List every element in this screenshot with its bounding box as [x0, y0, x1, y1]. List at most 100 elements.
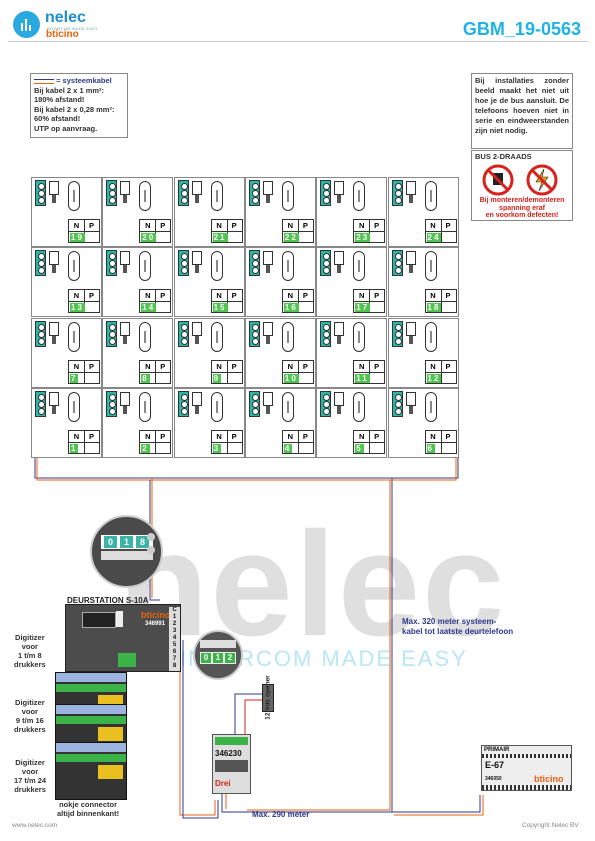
phone-number: 17: [355, 303, 371, 313]
handset-icon: [353, 181, 366, 211]
system-cable-legend: = systeemkabel: [34, 76, 124, 86]
phone-number: 21: [212, 233, 228, 242]
rotary-switches: 0 1 8: [101, 535, 153, 549]
bus-terminal: [35, 180, 46, 206]
max-320-note: Max. 320 meter systeem-kabel tot laatste…: [402, 617, 514, 636]
module-terminal: [118, 653, 136, 667]
bus-terminal: [391, 250, 403, 277]
n-label: N: [140, 290, 157, 302]
bus-terminal: [106, 390, 118, 417]
nelec-logo-icon: [13, 11, 40, 38]
phone-number: 20: [141, 233, 157, 242]
header-divider: [8, 41, 588, 42]
cable-line: UTP op aanvraag.: [34, 123, 98, 133]
p-label: P: [88, 291, 94, 301]
handset-icon: [210, 181, 223, 211]
digitizer-3: [55, 742, 127, 800]
handset-icon: [68, 251, 80, 282]
terminal-label: 7: [172, 656, 177, 662]
hook-switch: [191, 181, 202, 195]
p-label: P: [445, 221, 451, 230]
screw-icon: [147, 533, 155, 541]
bus-terminal: [320, 390, 332, 417]
phone-number: 23: [355, 233, 371, 242]
n-label: N: [426, 220, 442, 231]
footer-copyright: Copyright Nelec BV: [522, 822, 579, 829]
p-label: P: [445, 361, 451, 371]
p-label: P: [302, 431, 308, 441]
bticino-logo: bticino: [46, 29, 79, 40]
handset-icon: [139, 391, 152, 422]
cable-legend-icon: [34, 78, 54, 84]
p-label: P: [88, 361, 94, 371]
phone-number: 5: [355, 443, 364, 453]
handset-icon: [210, 251, 223, 282]
handset-icon: [424, 391, 437, 422]
phone-number: 22: [283, 233, 299, 242]
hook-switch: [49, 321, 59, 336]
phone-number: 24: [426, 233, 442, 242]
bus-terminal: [106, 320, 118, 347]
installation-note: Bij installaties zonder beeld maakt het …: [475, 76, 569, 135]
no-power-icons: [482, 164, 558, 196]
power-supply: PRIMAIR E-67 346050 bticino: [481, 745, 572, 791]
p-label: P: [445, 291, 451, 301]
bus-title: BUS 2-DRAADS: [475, 152, 532, 161]
p-label: P: [88, 221, 94, 230]
phone-number: 12: [426, 373, 442, 383]
n-label: N: [69, 290, 85, 302]
p-label: P: [160, 221, 166, 230]
hook-switch: [49, 391, 59, 406]
hook-switch: [120, 251, 131, 266]
hook-switch: [191, 251, 202, 266]
bus-terminal: [35, 390, 46, 417]
bus-terminal: [177, 180, 189, 206]
n-label: N: [212, 430, 228, 442]
terminal-label: 4: [172, 635, 177, 641]
handset-icon: [139, 251, 152, 282]
phone-number: 1: [70, 443, 79, 453]
bus-terminal: [35, 250, 46, 277]
bus-terminal: [391, 180, 403, 206]
n-label: N: [426, 430, 442, 442]
hook-switch: [334, 181, 345, 195]
n-label: N: [283, 360, 299, 372]
opener-label: 12 Vdc opener: [264, 675, 272, 720]
handset-icon: [281, 181, 294, 211]
module-zoom: 0 1 2: [193, 630, 243, 680]
psu-code: 346050: [485, 776, 502, 782]
bus-terminal: [320, 320, 332, 347]
hook-switch: [334, 321, 345, 336]
p-label: P: [160, 291, 166, 301]
handset-icon: [424, 181, 437, 211]
p-label: P: [231, 361, 237, 371]
switch-block: [116, 611, 123, 627]
hook-switch: [120, 391, 131, 406]
phone-number: 10: [283, 373, 299, 383]
hook-switch: [405, 251, 416, 266]
p-label: P: [302, 221, 308, 230]
hook-switch: [191, 391, 202, 406]
bus-terminal: [106, 180, 118, 206]
footer-url: www.nelec.com: [12, 822, 58, 829]
display-window: [82, 612, 116, 628]
brand-tagline: INTERCOM MADE EASY: [47, 26, 99, 31]
digitizer-2: [55, 704, 127, 744]
n-label: N: [354, 220, 371, 231]
hook-switch: [334, 391, 345, 406]
hook-switch: [49, 181, 59, 195]
